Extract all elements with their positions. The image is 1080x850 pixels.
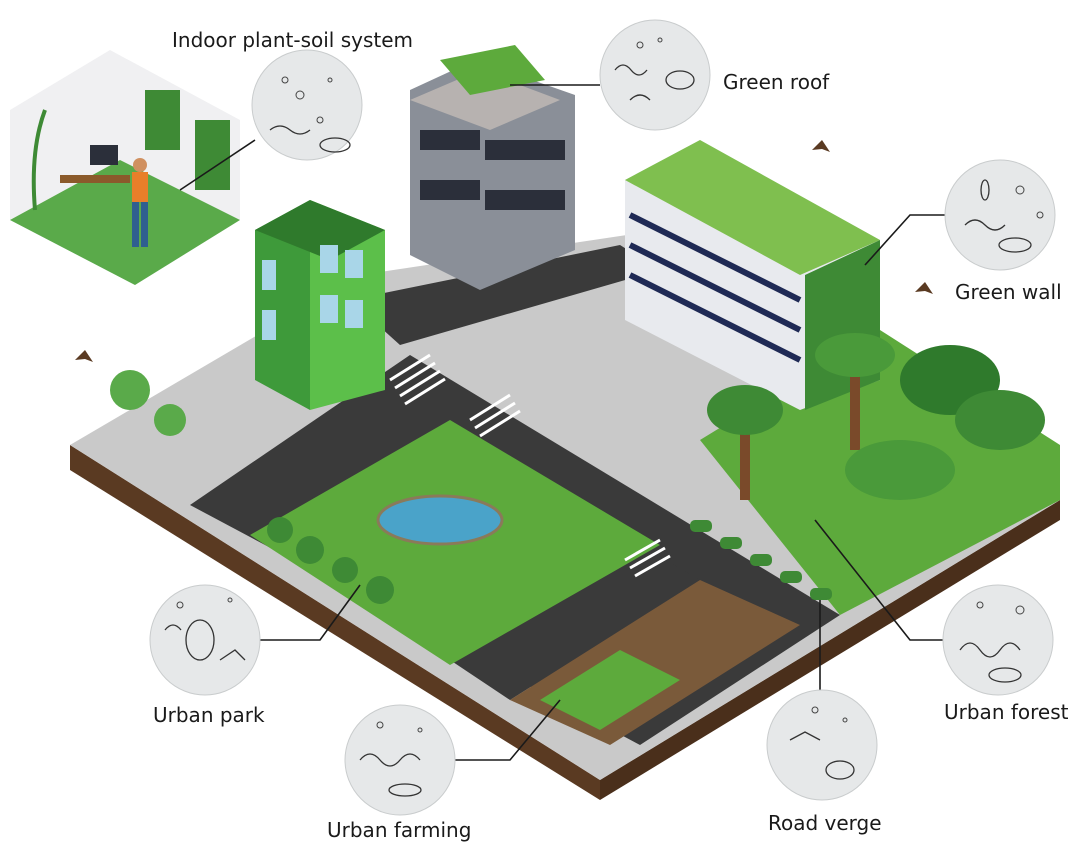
bubble-indoor <box>251 49 363 161</box>
label-indoor-plant-soil-system: Indoor plant-soil system <box>172 28 413 52</box>
bubble-urban-park <box>149 584 261 696</box>
connector-indoor <box>179 139 256 191</box>
label-green-wall: Green wall <box>955 280 1062 304</box>
connector-urban-forest <box>814 519 945 641</box>
bird-icon <box>915 282 933 294</box>
bird-icon <box>812 140 830 152</box>
forest-trees <box>707 333 1045 500</box>
bubble-urban-farming <box>344 704 456 816</box>
tower-building <box>410 45 575 290</box>
park-pond <box>376 494 504 546</box>
bubble-green-wall <box>944 159 1056 271</box>
connector-lines <box>179 84 950 761</box>
bubble-urban-forest <box>942 584 1054 696</box>
bird-icon <box>75 350 93 362</box>
bubble-green-roof <box>599 19 711 131</box>
road-cross <box>350 245 660 345</box>
connector-urban-farming <box>455 699 561 761</box>
verge-hedges <box>690 520 832 600</box>
label-urban-farming: Urban farming <box>327 818 472 842</box>
birds <box>75 140 933 362</box>
farm-crops <box>540 650 680 730</box>
soil-front-right <box>600 500 1060 800</box>
park-trees <box>110 370 394 604</box>
label-road-verge: Road verge <box>768 811 882 835</box>
crosswalks <box>389 353 671 578</box>
label-urban-park: Urban park <box>153 703 265 727</box>
bubble-road-verge <box>766 689 878 801</box>
green-building <box>255 200 385 410</box>
indoor-room <box>10 50 240 285</box>
soil-front-left <box>70 445 600 800</box>
label-urban-forest: Urban forest <box>944 700 1069 724</box>
label-green-roof: Green roof <box>723 70 830 94</box>
connector-green-wall <box>864 214 950 266</box>
connector-urban-park <box>250 584 361 641</box>
road-lower <box>450 545 700 700</box>
